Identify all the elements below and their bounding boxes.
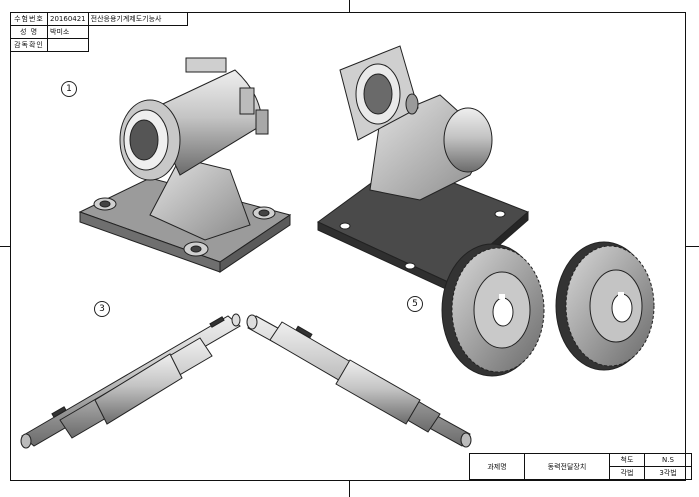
center-mark-top (349, 0, 350, 12)
housing-iso-icon (78, 57, 292, 273)
callout-part-3: 3 (94, 301, 110, 317)
spur-gear-iso-icon (555, 241, 655, 371)
title-block: 과제명 동력전달장치 척도 N.S 각법 3각법 (469, 453, 692, 480)
exam-info-table: 수험번호 20160421 전산응용기계제도기능사 성 명 박미소 감독확인 (10, 12, 188, 52)
spur-gear-iso-icon (441, 243, 545, 377)
center-mark-left (0, 246, 10, 247)
check-label: 감독확인 (10, 38, 48, 52)
scale-label: 척도 (609, 453, 645, 467)
projection-value: 3각법 (644, 466, 692, 480)
subject-label: 과제명 (469, 453, 525, 480)
drawing-border (10, 12, 686, 481)
exam-title: 전산응용기계제도기능사 (87, 12, 188, 26)
shaft-iso-icon (20, 313, 241, 449)
projection-label: 각법 (609, 466, 645, 480)
shaft-iso-icon (246, 314, 472, 448)
callout-part-1: 1 (61, 81, 77, 97)
check-value (47, 38, 89, 52)
center-mark-right (686, 246, 699, 247)
subject-value: 동력전달장치 (524, 453, 610, 480)
callout-part-5: 5 (407, 296, 423, 312)
scale-value: N.S (644, 453, 692, 467)
center-mark-bottom (349, 481, 350, 497)
